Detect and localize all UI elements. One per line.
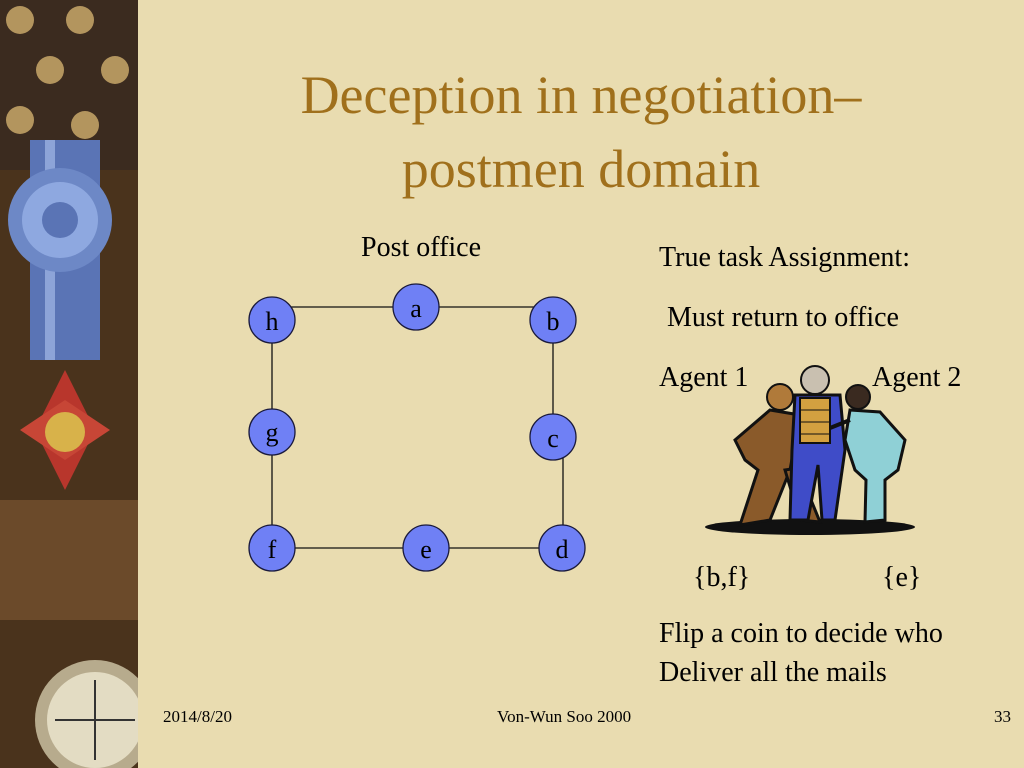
- agent-2-assignment: {e}: [882, 562, 922, 593]
- node-f: f: [248, 524, 296, 572]
- svg-text:f: f: [268, 535, 277, 564]
- footer-author: Von-Wun Soo 2000: [497, 707, 632, 726]
- agent-1-assignment: {b,f}: [693, 562, 751, 593]
- svg-text:a: a: [410, 294, 422, 323]
- decorative-sidebar-image: [0, 0, 138, 768]
- node-h: h: [248, 296, 296, 344]
- node-d: d: [538, 524, 586, 572]
- agent-2-label: Agent 2: [872, 362, 962, 393]
- true-task-heading: True task Assignment:: [659, 242, 910, 273]
- node-e: e: [402, 524, 450, 572]
- title-line-2: postmen domain: [401, 139, 761, 199]
- svg-text:e: e: [420, 535, 432, 564]
- post-office-label: Post office: [361, 232, 482, 263]
- page-number: 33: [994, 707, 1011, 726]
- svg-text:d: d: [556, 535, 569, 564]
- agents-clipart: [705, 365, 915, 535]
- deliver-mails-note: Deliver all the mails: [659, 657, 887, 688]
- node-b: b: [529, 296, 577, 344]
- svg-text:g: g: [266, 418, 279, 447]
- node-c: c: [529, 413, 577, 461]
- referee-figure: [788, 365, 847, 522]
- title-line-1: Deception in negotiation–: [300, 65, 862, 125]
- svg-text:c: c: [547, 424, 559, 453]
- return-to-office-text: Must return to office: [667, 302, 899, 333]
- agent-1-label: Agent 1: [659, 362, 749, 393]
- footer-date: 2014/8/20: [163, 707, 232, 726]
- slide-title: Deception in negotiation– postmen domain: [138, 58, 1024, 206]
- svg-text:h: h: [266, 307, 279, 336]
- coin-flip-note: Flip a coin to decide who: [659, 618, 943, 649]
- agent-2-figure: [829, 384, 907, 524]
- node-a: a: [392, 283, 440, 331]
- svg-text:b: b: [547, 307, 560, 336]
- node-g: g: [248, 408, 296, 456]
